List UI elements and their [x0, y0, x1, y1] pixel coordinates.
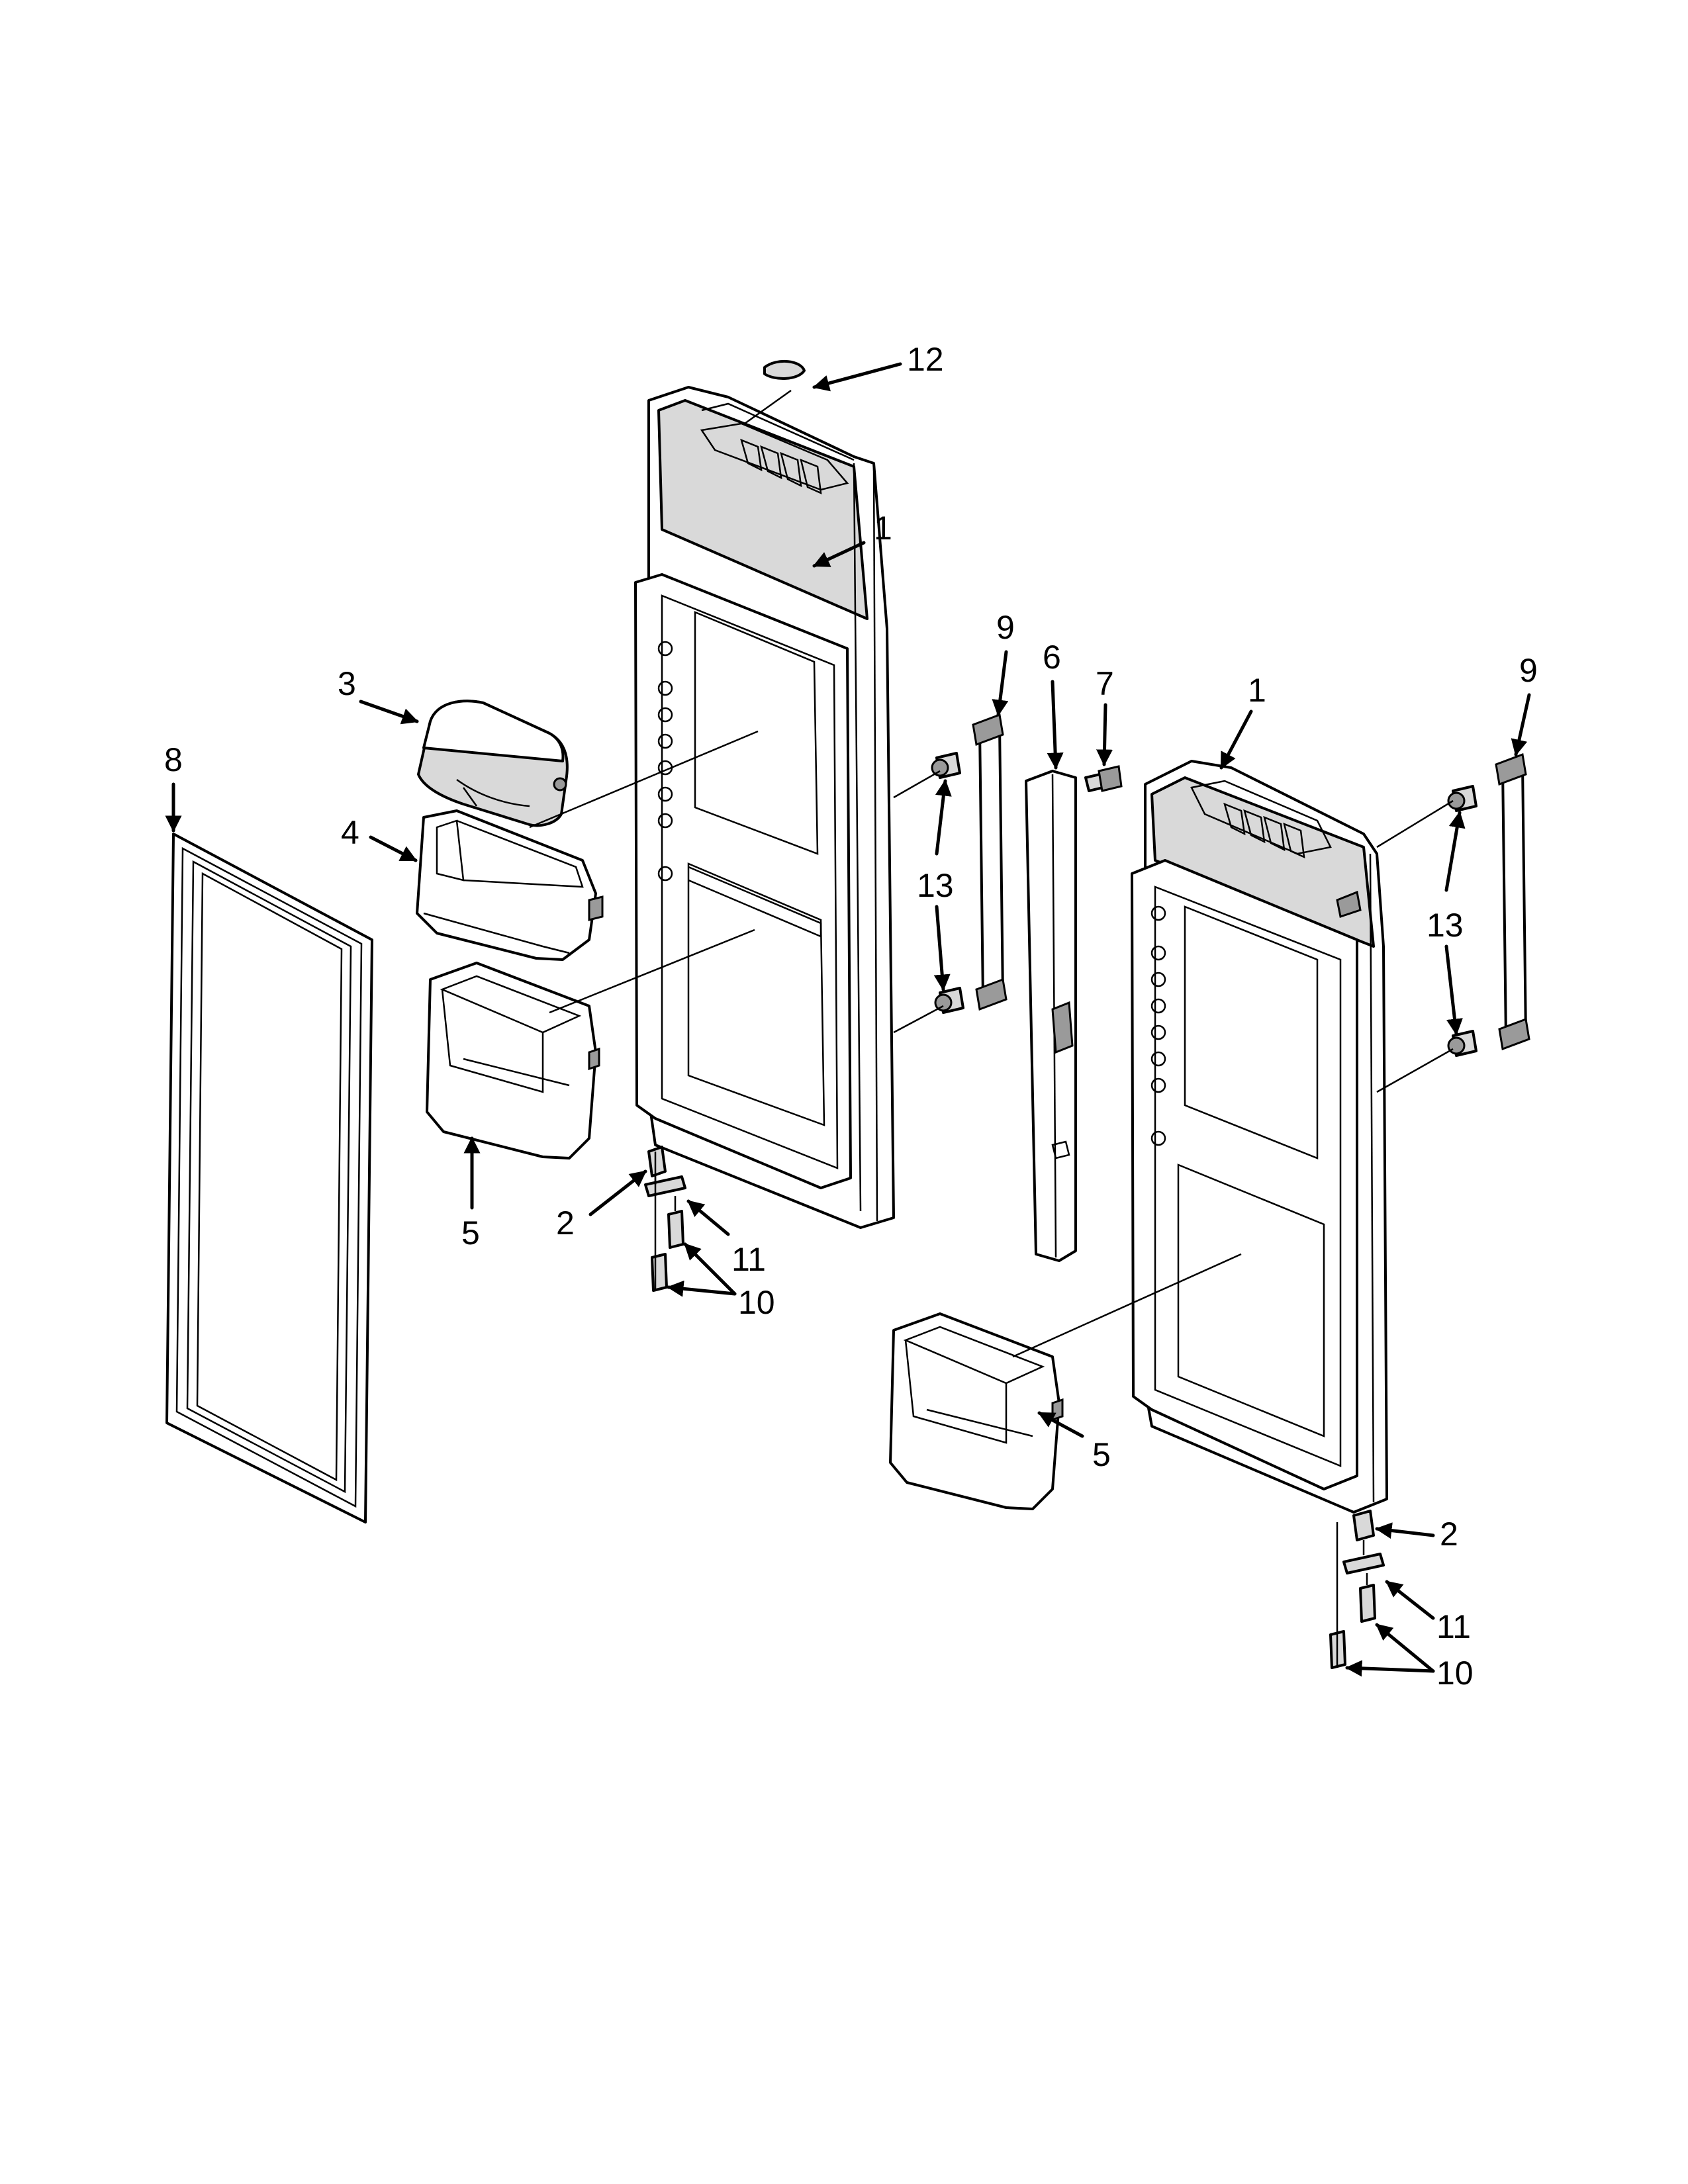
- callout-4: 4: [341, 814, 359, 851]
- callout-12: 12: [907, 341, 944, 378]
- callout-arrows: [165, 362, 1531, 1677]
- callout-9-right: 9: [1519, 652, 1538, 689]
- shelf-bosses-right: [1150, 905, 1166, 1146]
- callout-7: 7: [1096, 665, 1114, 702]
- door-bin-left-part-5: [426, 962, 600, 1160]
- door-bin-right-part-5: [889, 1312, 1064, 1510]
- screw-right-upper-part-10: [1359, 1584, 1376, 1623]
- callout-3: 3: [338, 665, 356, 702]
- callout-2-right: 2: [1440, 1516, 1458, 1553]
- dairy-bin-part-4: [416, 809, 604, 961]
- callout-13-left: 13: [917, 867, 954, 904]
- callout-11-left: 11: [731, 1241, 766, 1278]
- callout-6: 6: [1043, 639, 1061, 676]
- screw-left-upper-part-10: [667, 1210, 684, 1249]
- handle-bar-right-part-9: [1495, 752, 1530, 1051]
- hinge-bushing-left-part-2: [647, 1146, 667, 1177]
- callout-8: 8: [164, 741, 183, 778]
- hinge-cap-part-12: [763, 359, 806, 380]
- callout-5-left: 5: [461, 1214, 480, 1251]
- door-vent-grid: [1223, 802, 1305, 859]
- dairy-cover-part-3: [417, 700, 569, 827]
- callout-10-right: 10: [1436, 1655, 1474, 1692]
- refrigerator-door-left-part-1: [634, 386, 895, 1229]
- callout-2-left: 2: [556, 1205, 575, 1242]
- callout-labels: 12 1 9 6 7 1 9 3 8 4 13 13 5 2 11 10 5 2…: [164, 341, 1538, 1692]
- center-mullion-flapper-part-6: [1025, 770, 1077, 1262]
- screw-part-7: [1084, 765, 1123, 792]
- door-vent-grid: [740, 438, 822, 495]
- callout-9-left: 9: [996, 609, 1015, 646]
- door-gasket-part-8: [165, 833, 373, 1524]
- assembly-lines: [529, 389, 1454, 1668]
- callout-1-right: 1: [1248, 672, 1266, 709]
- handle-bar-left-part-9: [972, 713, 1008, 1011]
- callout-5-right: 5: [1092, 1436, 1111, 1473]
- refrigerator-door-right-part-1: [1131, 760, 1388, 1514]
- hinge-washer-right-part-11: [1342, 1553, 1385, 1574]
- shelf-bosses-left: [657, 641, 673, 882]
- hinge-hardware-right: [1329, 1510, 1385, 1669]
- hinge-washer-left-part-11: [644, 1175, 686, 1197]
- hinge-bushing-right-part-2: [1352, 1510, 1375, 1541]
- callout-13-right: 13: [1427, 907, 1464, 944]
- callout-10-left: 10: [738, 1284, 775, 1321]
- hinge-hardware-left: [644, 1146, 686, 1292]
- callout-11-right: 11: [1436, 1608, 1471, 1645]
- screw-left-lower-part-10: [651, 1253, 668, 1292]
- callout-1-left: 1: [874, 510, 892, 547]
- handle-studs-right-part-13: [1447, 785, 1477, 1057]
